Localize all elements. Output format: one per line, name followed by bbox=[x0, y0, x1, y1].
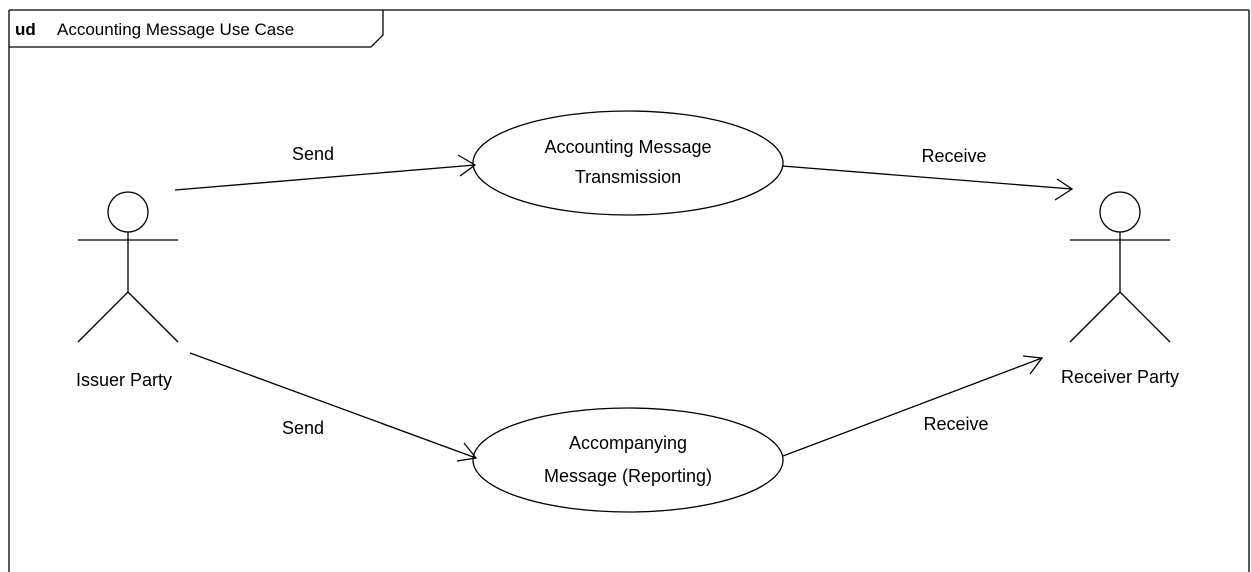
use-case-label-line2: Transmission bbox=[575, 167, 681, 187]
association-receive-top[interactable]: Receive bbox=[781, 146, 1074, 201]
actor-label-issuer: Issuer Party bbox=[76, 370, 172, 390]
arrowhead-icon bbox=[1054, 178, 1074, 201]
use-case-ellipse bbox=[472, 407, 784, 513]
association-line bbox=[174, 164, 476, 191]
frame-name-tab: ud Accounting Message Use Case bbox=[9, 10, 384, 48]
arrowhead-icon bbox=[1022, 355, 1044, 375]
association-line bbox=[782, 357, 1043, 457]
association-send-top[interactable]: Send bbox=[174, 144, 477, 191]
association-send-bottom[interactable]: Send bbox=[189, 352, 478, 462]
arrowhead-icon bbox=[456, 442, 478, 462]
actor-head bbox=[1099, 191, 1141, 233]
arrowhead-icon bbox=[457, 154, 477, 177]
association-receive-bottom[interactable]: Receive bbox=[782, 355, 1044, 457]
use-case-label-line1: Accompanying bbox=[569, 433, 687, 453]
association-line bbox=[189, 352, 477, 459]
use-case-transmission[interactable]: Accounting Message Transmission bbox=[472, 110, 784, 216]
frame-title: Accounting Message Use Case bbox=[57, 20, 294, 39]
association-label: Send bbox=[292, 144, 334, 164]
actor-head bbox=[107, 191, 149, 233]
actor-right-leg bbox=[127, 291, 179, 343]
association-label: Receive bbox=[921, 146, 986, 166]
frame-keyword: ud bbox=[15, 20, 36, 39]
actor-issuer-party[interactable]: Issuer Party bbox=[76, 191, 179, 390]
diagram-frame bbox=[8, 9, 1250, 572]
association-line bbox=[781, 165, 1073, 190]
actor-right-leg bbox=[1119, 291, 1171, 343]
actor-label-receiver: Receiver Party bbox=[1061, 367, 1179, 387]
use-case-reporting[interactable]: Accompanying Message (Reporting) bbox=[472, 407, 784, 513]
actor-left-leg bbox=[77, 291, 129, 343]
association-label: Send bbox=[282, 418, 324, 438]
use-case-label-line1: Accounting Message bbox=[544, 137, 711, 157]
use-case-label-line2: Message (Reporting) bbox=[544, 466, 712, 486]
use-case-ellipse bbox=[472, 110, 784, 216]
actor-left-leg bbox=[1069, 291, 1121, 343]
actor-receiver-party[interactable]: Receiver Party bbox=[1061, 191, 1179, 387]
association-label: Receive bbox=[923, 414, 988, 434]
